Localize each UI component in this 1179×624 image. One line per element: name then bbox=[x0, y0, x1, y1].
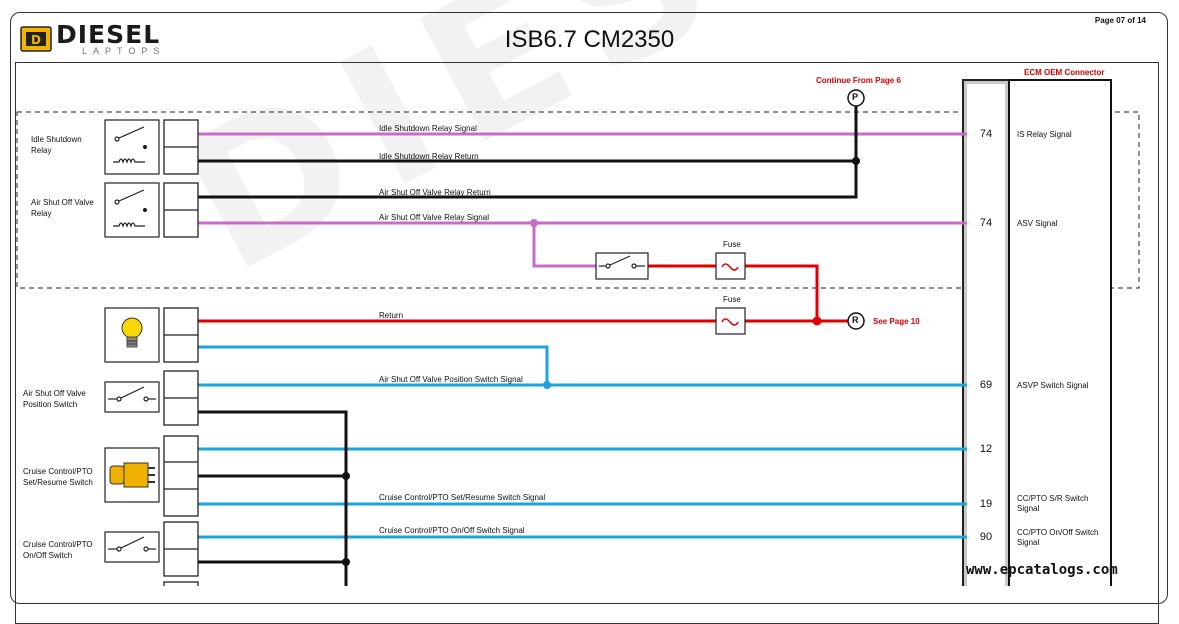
relay-symbol-icon bbox=[104, 182, 160, 238]
continue-from-label: Continue From Page 6 bbox=[816, 76, 901, 85]
wire-label: Idle Shutdown Relay Return bbox=[379, 152, 479, 161]
connector-pin: 69 bbox=[979, 379, 993, 391]
wire-label: Idle Shutdown Relay Signal bbox=[379, 124, 477, 133]
splice-dot-black bbox=[852, 157, 860, 165]
fuse-label: Fuse bbox=[723, 295, 741, 304]
wire-asv-relay-branch bbox=[532, 223, 596, 268]
connector-pin: 74 bbox=[979, 128, 993, 140]
website-footer: www.epcatalogs.com bbox=[966, 562, 1118, 578]
logo-subtitle: LAPTOPS bbox=[82, 46, 166, 56]
inline-switch-icon bbox=[595, 252, 649, 280]
splice-dot-blue bbox=[543, 381, 551, 389]
connector-pin: 74 bbox=[979, 217, 993, 229]
logo-mark-icon: D bbox=[20, 26, 52, 52]
connector-pin: 19 bbox=[979, 498, 993, 510]
relay-symbol-icon bbox=[104, 119, 160, 175]
wire-label: Air Shut Off Valve Relay Signal bbox=[379, 213, 489, 222]
wiring-diagram bbox=[16, 79, 1140, 586]
dashed-group-box bbox=[16, 111, 1140, 289]
splice-dot-ground-1 bbox=[342, 472, 350, 480]
see-page-label: See Page 10 bbox=[873, 317, 920, 326]
asv-relay-label: Air Shut Off Valve Relay bbox=[31, 198, 94, 218]
wire-label: Return bbox=[379, 311, 404, 320]
fuse-icon bbox=[715, 307, 746, 335]
connector-pin-label: CC/PTO On/Off Switch Signal bbox=[1017, 528, 1099, 547]
lamp-icon bbox=[104, 307, 160, 363]
asv-position-switch-label: Air Shut Off Valve Position Switch bbox=[23, 389, 86, 409]
wire-asv-relay-return bbox=[198, 104, 858, 199]
marker-r-circle bbox=[847, 312, 865, 330]
ecm-connector-pin-area bbox=[967, 84, 1005, 586]
connector-pin: 12 bbox=[979, 443, 993, 455]
wire-blue-lamp bbox=[198, 345, 549, 385]
page-title: ISB6.7 CM2350 bbox=[504, 26, 675, 53]
fuse-label: Fuse bbox=[723, 240, 741, 249]
wire-ground-bus bbox=[198, 410, 348, 586]
page-number: Page 07 of 14 bbox=[1094, 16, 1146, 25]
splice-dot-ground-2 bbox=[342, 558, 350, 566]
ecm-connector-title: ECM OEM Connector bbox=[1024, 68, 1105, 77]
wire-label: Cruise Control/PTO On/Off Switch Signal bbox=[379, 526, 525, 535]
connector-pin-label: CC/PTO S/R Switch Signal bbox=[1017, 494, 1089, 513]
idle-shutdown-relay-label: Idle Shutdown Relay bbox=[31, 135, 82, 155]
marker-r: R bbox=[852, 315, 859, 325]
connector-pin: 90 bbox=[979, 531, 993, 543]
splice-dot-pink bbox=[530, 219, 538, 227]
component-connectors bbox=[163, 119, 199, 586]
connector-pin-label: ASVP Switch Signal bbox=[1017, 381, 1089, 390]
wire-label: Air Shut Off Valve Position Switch Signa… bbox=[379, 375, 523, 384]
fuse-icon bbox=[715, 252, 746, 280]
splice-dot-red bbox=[812, 316, 822, 326]
marker-p-circle bbox=[847, 89, 865, 107]
ecm-connector-label-block bbox=[1008, 79, 1112, 586]
switch-symbol-icon bbox=[104, 381, 160, 413]
cruise-set-resume-label: Cruise Control/PTO Set/Resume Switch bbox=[23, 467, 93, 487]
wire-label: Cruise Control/PTO Set/Resume Switch Sig… bbox=[379, 493, 546, 502]
marker-p: P bbox=[852, 92, 859, 102]
switch-symbol-icon bbox=[104, 531, 160, 563]
rocker-switch-icon bbox=[104, 447, 160, 503]
connector-pin-label: ASV Signal bbox=[1017, 219, 1058, 228]
company-logo: D DIESEL LAPTOPS bbox=[20, 20, 170, 56]
logo-word: DIESEL bbox=[56, 20, 161, 49]
connector-pin-label: IS Relay Signal bbox=[1017, 130, 1072, 139]
wire-red-fuse-upper bbox=[745, 264, 819, 321]
wire-label: Air Shut Off Valve Relay Return bbox=[379, 188, 491, 197]
svg-text:D: D bbox=[31, 33, 41, 47]
cruise-on-off-label: Cruise Control/PTO On/Off Switch bbox=[23, 540, 93, 560]
